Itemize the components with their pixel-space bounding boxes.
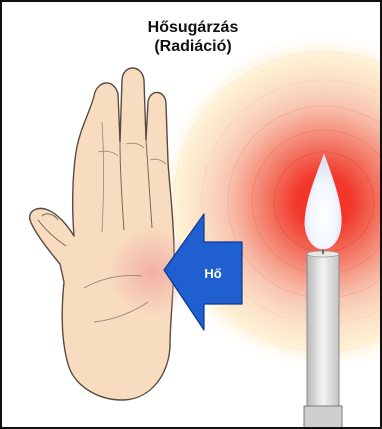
title-line-2: (Radiáció) (2, 37, 382, 56)
title-line-1: Hősugárzás (2, 18, 382, 37)
heat-arrow-label: Hő (204, 266, 221, 281)
candle-icon (304, 242, 342, 429)
hand-icon (30, 68, 194, 400)
heat-glow (154, 32, 382, 372)
diagram-title: Hősugárzás (Radiáció) (2, 18, 382, 56)
